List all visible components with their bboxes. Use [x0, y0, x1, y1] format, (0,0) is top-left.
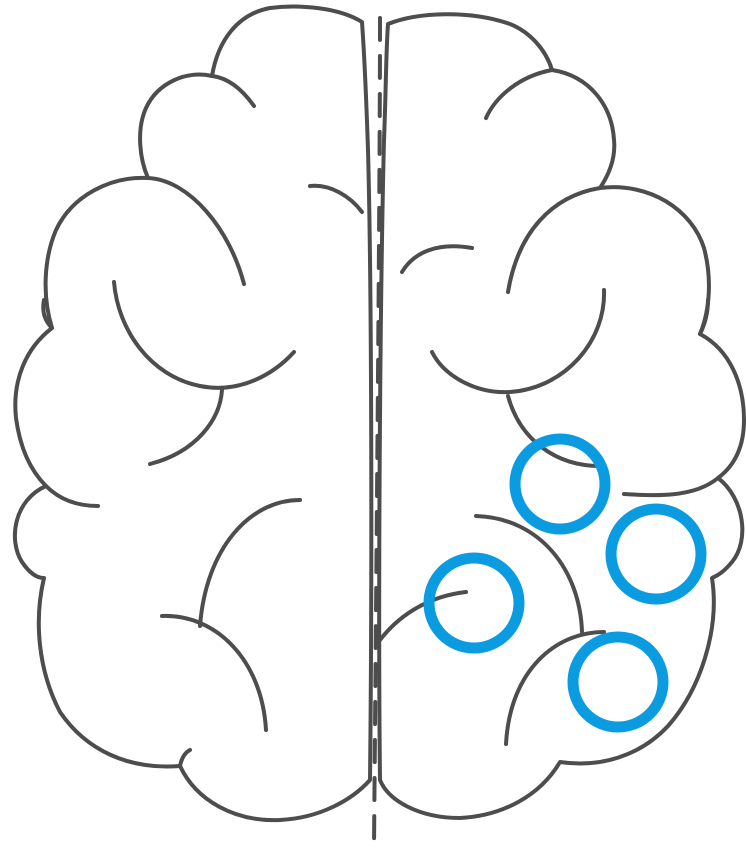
- left-fold-2: [146, 176, 246, 286]
- highlight-marker-4: [567, 631, 669, 733]
- right-fold-5: [698, 298, 710, 336]
- marker-group: [423, 433, 707, 733]
- highlight-marker-2: [605, 503, 707, 605]
- left-fold-10: [178, 748, 192, 768]
- left-fold-1: [210, 74, 256, 108]
- right-fold-1: [484, 68, 554, 120]
- highlight-marker-1: [509, 433, 611, 535]
- midline-divider: [372, 16, 382, 850]
- right-fold-9: [378, 590, 468, 642]
- left-fold-4: [148, 388, 224, 466]
- left-fold-5: [41, 298, 54, 330]
- left-fold-9: [308, 183, 364, 214]
- right-fold-8: [474, 514, 584, 634]
- left-fold-7: [198, 498, 302, 628]
- left-fold-8: [160, 613, 268, 732]
- left-fold-3: [112, 280, 296, 390]
- right-fold-10: [504, 630, 606, 746]
- highlight-marker-3: [423, 552, 525, 654]
- right-fold-7: [622, 476, 720, 498]
- left-hemisphere-outline: [12, 4, 374, 823]
- right-fold-3: [430, 288, 607, 395]
- left-fold-6: [44, 484, 100, 508]
- right-hemisphere-outline: [377, 12, 746, 820]
- right-fold-2: [506, 186, 602, 294]
- right-fold-4: [400, 244, 474, 274]
